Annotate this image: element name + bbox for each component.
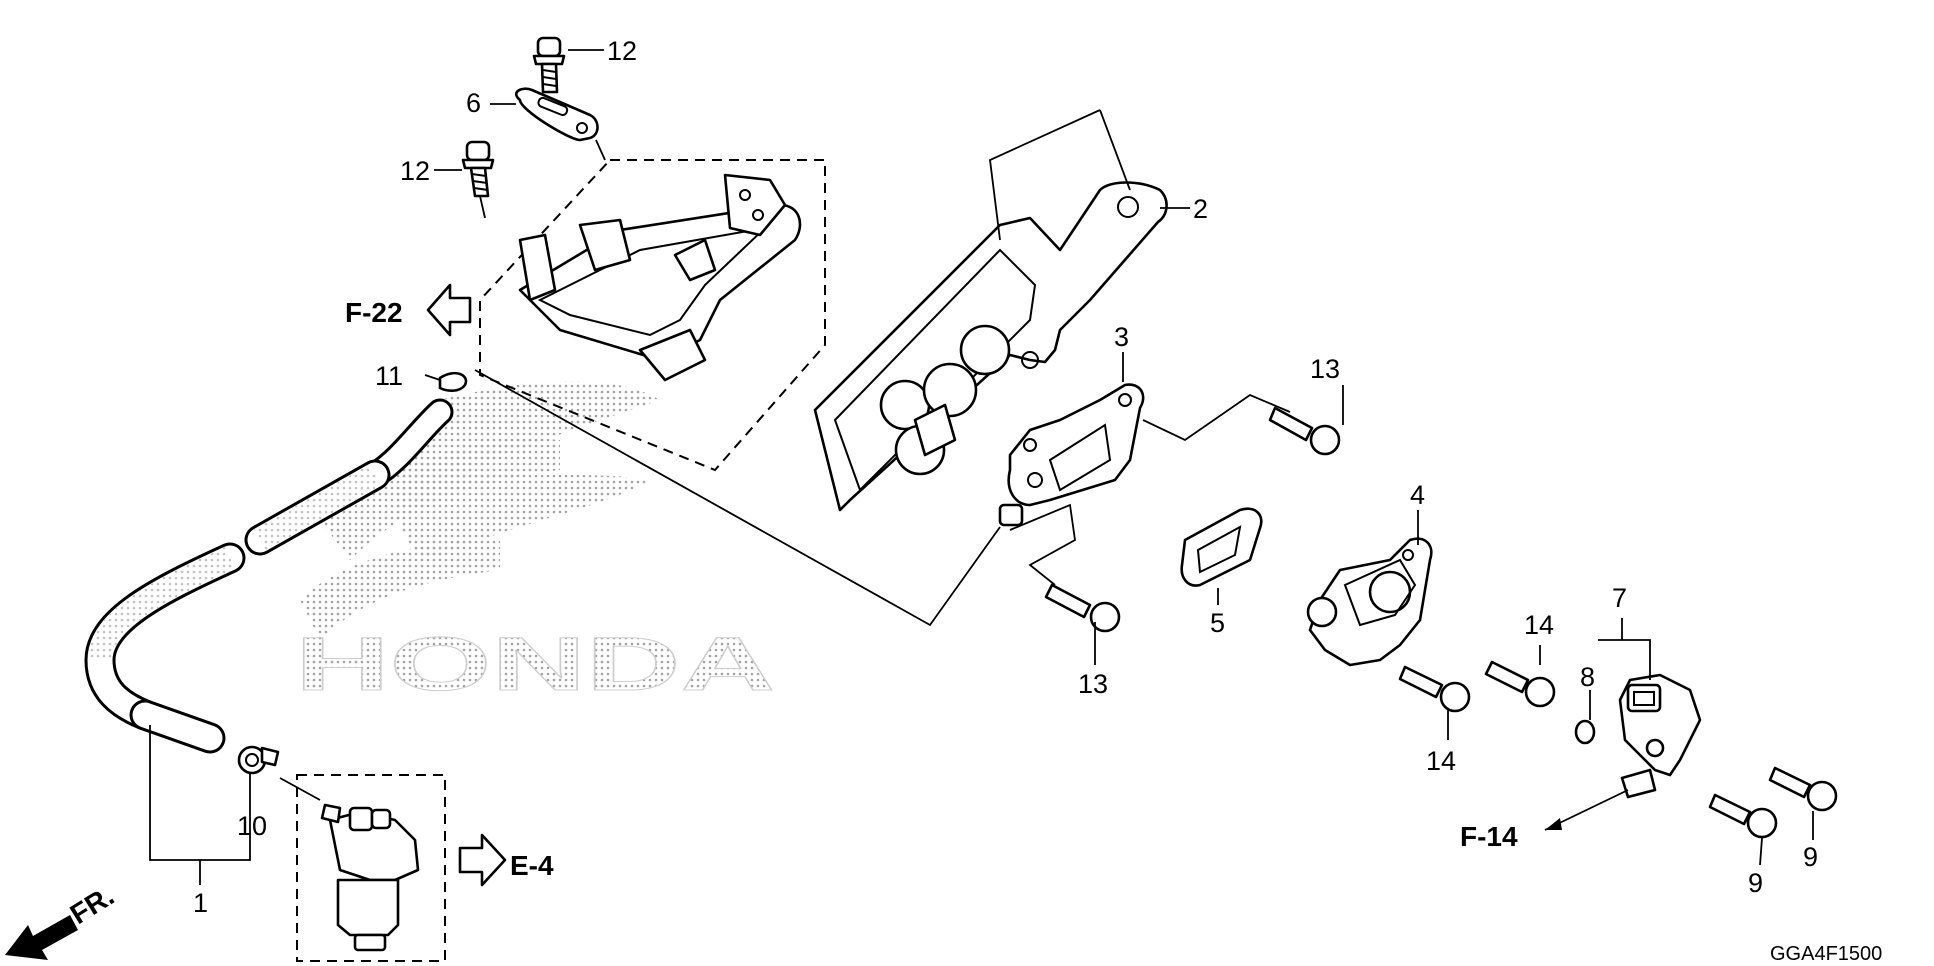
part-3-gasket-plate (998, 383, 1145, 527)
callout-9-left: 9 (1748, 868, 1763, 898)
callout-9-right: 9 (1803, 842, 1818, 872)
part-13-bolt-lower (1044, 583, 1121, 633)
callout-14-right: 14 (1524, 610, 1554, 640)
callout-7: 7 (1612, 583, 1627, 613)
callout-10: 10 (237, 811, 267, 841)
arrow-left-icon (426, 283, 472, 337)
callout-6: 6 (466, 88, 481, 118)
leader-lines (149, 49, 1814, 885)
honda-watermark-text: HONDA (295, 622, 775, 707)
drawing-code: GGA4F1500 (1770, 943, 1882, 965)
callout-5: 5 (1210, 608, 1225, 638)
callout-11: 11 (375, 361, 403, 391)
callout-4: 4 (1410, 480, 1425, 510)
idle-air-control-valve (320, 803, 420, 952)
reference-e4: E-4 (510, 850, 554, 881)
part-2-bracket-plate (813, 181, 1168, 512)
honda-wing-watermark: HONDA (295, 381, 776, 708)
part-13-bolt-right (1268, 406, 1341, 456)
upper-assembly-dashed-box (479, 159, 826, 472)
reference-f14: F-14 (1460, 821, 1518, 852)
reference-f22: F-22 (345, 297, 403, 328)
part-5-gasket (1180, 507, 1263, 587)
callout-3: 3 (1114, 322, 1129, 352)
callout-1: 1 (193, 888, 208, 918)
callout-12-lower: 12 (400, 156, 430, 186)
part-10-clamp (237, 745, 280, 775)
part-9-bolt-right (1768, 766, 1838, 812)
valve-dashed-box (296, 774, 446, 962)
upper-mount-bracket (518, 173, 802, 382)
part-1-hose (84, 398, 454, 754)
callout-12-upper: 12 (607, 36, 637, 66)
part-9-bolt-left (1708, 793, 1778, 839)
part-12-bolt-lower (461, 140, 495, 198)
part-7-sensor (1618, 673, 1702, 799)
part-14-bolt-left (1398, 665, 1471, 713)
part-14-bolt-right (1484, 660, 1556, 708)
part-4-housing (1306, 537, 1433, 667)
callout-13-right: 13 (1310, 354, 1340, 384)
part-8-o-ring (1574, 719, 1596, 745)
part-11-clip (438, 371, 468, 392)
callout-13-lower: 13 (1078, 669, 1108, 699)
part-6-bracket (514, 87, 599, 142)
front-direction-arrow-icon (5, 915, 78, 960)
callout-14-left: 14 (1426, 746, 1456, 776)
arrow-right-icon (458, 833, 507, 887)
callout-2: 2 (1193, 194, 1208, 224)
callout-8: 8 (1580, 662, 1595, 692)
f14-arrowhead (1545, 818, 1562, 830)
part-12-bolt-upper (532, 36, 566, 94)
